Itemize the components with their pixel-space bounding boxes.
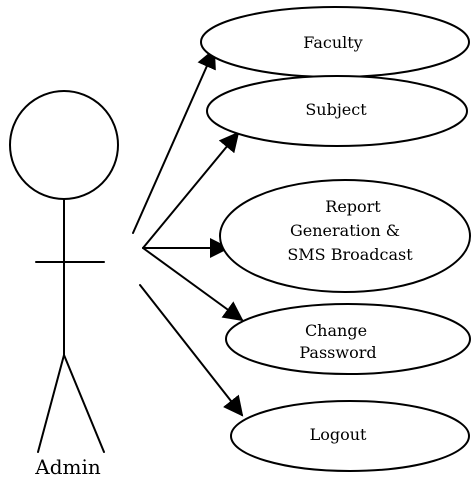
use-case-subject-label: Subject <box>305 100 367 119</box>
use-case-change-password-ellipse <box>225 303 471 375</box>
use-case-change-password-label-line-2: Password <box>299 343 376 362</box>
use-case-change-password-label-line-1: Change <box>305 321 367 340</box>
use-case-change-password: Change Password <box>225 303 471 375</box>
use-case-faculty-label: Faculty <box>303 33 362 52</box>
actor-admin: Admin <box>9 90 119 479</box>
actor-right-leg <box>63 354 105 453</box>
use-case-subject-ellipse <box>206 75 468 147</box>
use-case-subject: Subject <box>206 75 468 147</box>
actor-left-leg <box>37 354 65 453</box>
actor-label: Admin <box>34 455 101 479</box>
arrow-to-faculty <box>132 48 216 234</box>
actor-head <box>9 90 119 200</box>
arrow-to-change-password <box>142 247 244 322</box>
associations <box>132 48 244 417</box>
use-case-logout-ellipse <box>230 400 470 472</box>
arrow-to-logout <box>139 284 244 417</box>
use-case-report-ellipse <box>219 179 471 293</box>
use-case-report-generation: Report Generation & SMS Broadcast <box>219 179 471 293</box>
use-case-report-label-line-2: Generation & <box>290 221 400 240</box>
use-case-logout: Logout <box>230 400 470 472</box>
use-case-logout-label: Logout <box>310 425 367 444</box>
use-case-report-label-line-1: Report <box>325 197 381 216</box>
arrow-to-subject <box>142 131 240 249</box>
use-case-faculty: Faculty <box>200 6 470 78</box>
use-case-report-label-line-3: SMS Broadcast <box>287 245 413 264</box>
